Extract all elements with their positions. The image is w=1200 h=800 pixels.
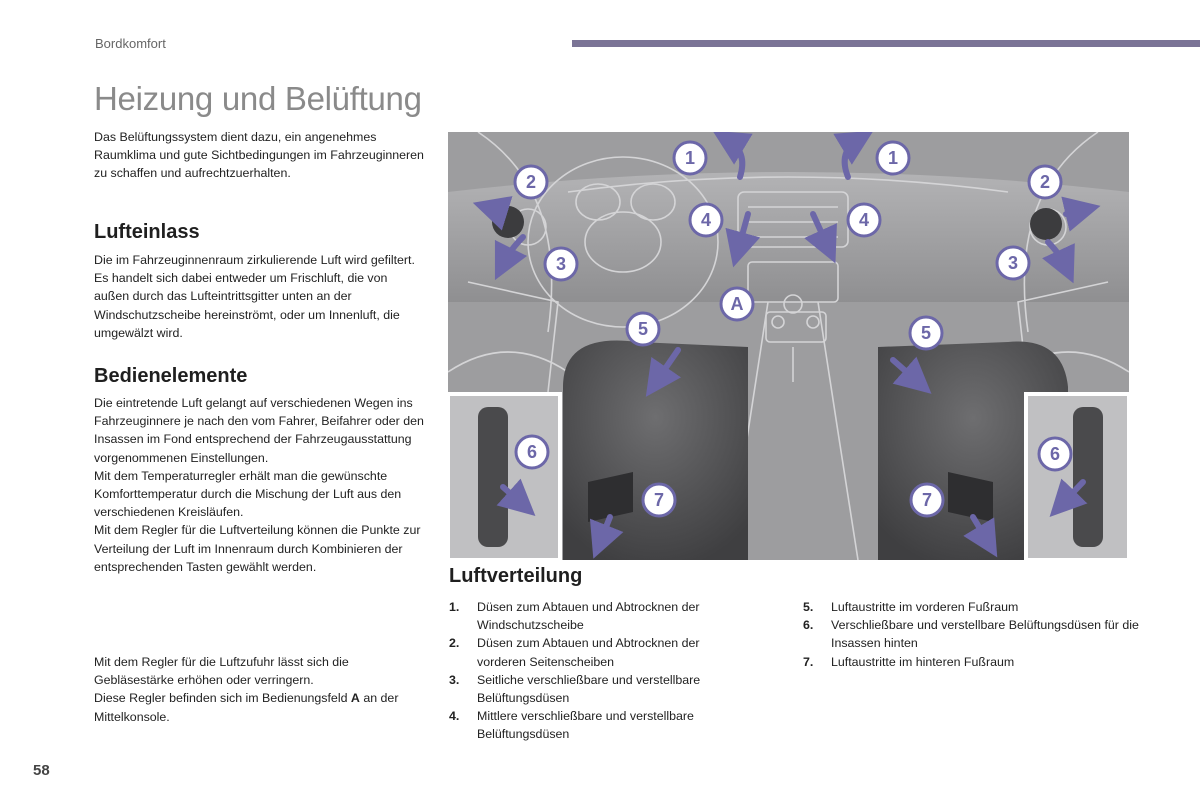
list-item-text: Mittlere verschließbare und verstellbare… bbox=[477, 709, 694, 742]
list-item-number: 4. bbox=[449, 709, 460, 724]
callout-4-left: 4 bbox=[688, 202, 724, 238]
list-item: 5. Luftaustritte im vorderen Fußraum bbox=[803, 598, 1143, 616]
regler-text-before: Diese Regler befinden sich im Bedienungs… bbox=[94, 691, 351, 706]
list-item-text: Verschließbare und verstellbare Belüftun… bbox=[831, 618, 1139, 651]
figure-callouts: 1 1 2 2 3 3 4 4 5 5 6 6 7 7 A bbox=[513, 140, 1073, 518]
heading-luftverteilung: Luftverteilung bbox=[449, 565, 583, 587]
callout-1-left: 1 bbox=[672, 140, 708, 176]
list-item-number: 6. bbox=[803, 618, 814, 633]
section-label: Bordkomfort bbox=[95, 36, 166, 51]
distribution-list-right: 5. Luftaustritte im vorderen Fußraum 6. Ve… bbox=[803, 598, 1143, 671]
list-item-number: 5. bbox=[803, 600, 814, 614]
callout-label: 4 bbox=[701, 210, 711, 230]
callout-6-left: 6 bbox=[514, 434, 550, 470]
bedienelemente-paragraph-2: Mit dem Temperaturregler erhält man die … bbox=[94, 468, 402, 520]
callout-label: 7 bbox=[654, 490, 664, 510]
list-item: 3. Seitliche verschließbare und verstellb… bbox=[449, 671, 749, 707]
callout-label: 1 bbox=[685, 148, 695, 168]
regler-text-after: an der Mittelkonsole. bbox=[94, 691, 399, 724]
callout-label: 2 bbox=[1040, 172, 1050, 192]
left-rear-vent bbox=[478, 407, 508, 547]
bedienelemente-paragraph-1: Die eintretende Luft gelangt auf verschi… bbox=[94, 396, 424, 465]
callout-1-right: 1 bbox=[875, 140, 911, 176]
bedienelemente-text: Die eintretende Luft gelangt auf verschi… bbox=[94, 394, 424, 576]
callout-3-left: 3 bbox=[543, 246, 579, 282]
right-rear-footwell-vent bbox=[948, 472, 993, 522]
heading-lufteinlass: Lufteinlass bbox=[94, 221, 200, 243]
list-item-text: Düsen zum Abtauen und Abtrocknen der Win… bbox=[477, 600, 700, 633]
callout-label: 4 bbox=[859, 210, 869, 230]
callout-label: 6 bbox=[1050, 444, 1060, 464]
callout-6-right: 6 bbox=[1037, 436, 1073, 472]
regler-paragraph-2: Diese Regler befinden sich im Bedienungs… bbox=[94, 689, 424, 725]
intro-paragraph: Das Belüftungssystem dient dazu, ein ang… bbox=[94, 130, 424, 181]
regler-paragraph-1: Mit dem Regler für die Luftzufuhr lässt … bbox=[94, 655, 349, 688]
callout-label: 3 bbox=[556, 254, 566, 274]
left-rear-footwell-vent bbox=[588, 472, 633, 522]
callout-label: 7 bbox=[922, 490, 932, 510]
callout-7-left: 7 bbox=[641, 482, 677, 518]
list-item-text: Luftaustritte im vorderen Fußraum bbox=[831, 600, 1019, 614]
left-front-seat bbox=[563, 340, 748, 560]
callout-5-right: 5 bbox=[908, 315, 944, 351]
regler-panel-label: A bbox=[350, 691, 360, 706]
list-item: 2. Düsen zum Abtauen und Abtrocknen der v… bbox=[449, 634, 749, 670]
callout-2-right: 2 bbox=[1027, 164, 1063, 200]
bedienelemente-paragraph-3: Mit dem Regler für die Luftverteilung kö… bbox=[94, 523, 421, 574]
list-item-text: Düsen zum Abtauen und Abtrocknen der vor… bbox=[477, 636, 700, 669]
ventilation-diagram: 1 1 2 2 3 3 4 4 5 5 6 6 7 7 A bbox=[448, 132, 1129, 560]
callout-4-right: 4 bbox=[846, 202, 882, 238]
list-item: 7. Luftaustritte im hinteren Fußraum bbox=[803, 653, 1143, 671]
list-item-number: 1. bbox=[449, 600, 460, 614]
distribution-list-left: 1. Düsen zum Abtauen und Abtrocknen der W… bbox=[449, 598, 749, 744]
callout-a-control-panel: A bbox=[719, 286, 755, 322]
callout-label: 2 bbox=[526, 172, 536, 192]
callout-7-right: 7 bbox=[909, 482, 945, 518]
list-item-number: 2. bbox=[449, 636, 460, 651]
callout-label: A bbox=[731, 294, 744, 314]
airflow-arrows bbox=[472, 132, 1101, 559]
list-item: 1. Düsen zum Abtauen und Abtrocknen der W… bbox=[449, 598, 749, 634]
callout-label: 6 bbox=[527, 442, 537, 462]
callout-2-left: 2 bbox=[513, 164, 549, 200]
callout-label: 5 bbox=[921, 323, 931, 343]
page-number: 58 bbox=[33, 762, 50, 779]
callout-label: 5 bbox=[638, 319, 648, 339]
lufteinlass-text: Die im Fahrzeuginnenraum zirkulierende L… bbox=[94, 253, 415, 340]
list-item: 4. Mittlere verschließbare und verstellba… bbox=[449, 707, 749, 743]
callout-3-right: 3 bbox=[995, 245, 1031, 281]
list-item-text: Seitliche verschließbare und verstellbar… bbox=[477, 672, 701, 706]
list-item: 6. Verschließbare und verstellbare Belüft… bbox=[803, 616, 1143, 652]
header-accent-bar bbox=[572, 40, 1200, 47]
callout-label: 1 bbox=[888, 148, 898, 168]
callout-5-left: 5 bbox=[625, 311, 661, 347]
right-side-vent bbox=[1030, 208, 1062, 240]
callout-label: 3 bbox=[1008, 253, 1018, 273]
regler-text: Mit dem Regler für die Luftzufuhr lässt … bbox=[94, 653, 424, 726]
right-rear-vent bbox=[1073, 407, 1103, 547]
list-item-number: 7. bbox=[803, 654, 814, 669]
page-title: Heizung und Belüftung bbox=[94, 80, 422, 117]
list-item-text: Luftaustritte im hinteren Fußraum bbox=[831, 654, 1015, 669]
heading-bedienelemente: Bedienelemente bbox=[94, 365, 248, 387]
list-item-number: 3. bbox=[449, 672, 460, 687]
